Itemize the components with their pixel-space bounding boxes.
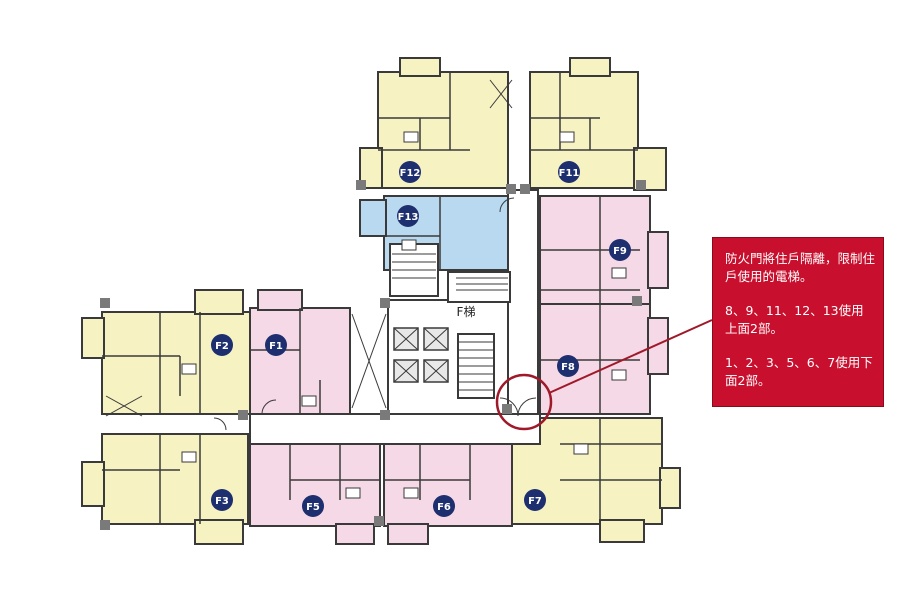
unit-badge-f3: F3: [211, 489, 233, 511]
corridor-horizontal: [249, 413, 541, 445]
room-f1-top: [257, 289, 303, 311]
room-f13-ext: [359, 199, 387, 237]
stair-treads: [392, 253, 508, 391]
elevator-cross-marks: [105, 79, 513, 417]
door-swings: [213, 197, 537, 431]
callout-connector: [548, 319, 713, 394]
room-f2-ext: [81, 317, 105, 359]
unit-label-f1: F1: [269, 341, 283, 352]
annotation-callout: 防火門將住戶隔離，限制住戶使用的電梯。 8、9、11、12、13使用上面2部。 …: [712, 237, 884, 407]
unit-badge-f5: F5: [302, 495, 324, 517]
room-f12-balcony: [359, 147, 383, 189]
unit-badge-f9: F9: [609, 239, 631, 261]
unit-label-f6: F6: [437, 502, 451, 513]
unit-badge-f2: F2: [211, 334, 233, 356]
unit-badge-f8: F8: [557, 355, 579, 377]
room-f3: [101, 433, 249, 525]
room-f12: [377, 71, 509, 189]
fixtures: [181, 131, 627, 499]
room-f7-bottom: [599, 519, 645, 543]
unit-badges: F12 F11 F13 F9 F8 F2 F1 F3 F5 F6 F7: [211, 161, 631, 517]
room-f9-ext: [647, 231, 669, 289]
unit-label-f7: F7: [528, 496, 542, 507]
room-f2-top: [194, 289, 244, 315]
room-f5-bottom: [335, 523, 375, 545]
unit-badge-f6: F6: [433, 495, 455, 517]
interior-walls: [102, 72, 662, 524]
unit-label-f8: F8: [561, 362, 575, 373]
unit-label-f13: F13: [398, 212, 419, 223]
unit-label-f9: F9: [613, 246, 627, 257]
room-f11-top: [569, 57, 611, 77]
columns: [100, 180, 646, 530]
room-f6-bottom: [387, 523, 429, 545]
unit-label-f3: F3: [215, 496, 229, 507]
unit-label-f5: F5: [306, 502, 320, 513]
unit-label-f2: F2: [215, 341, 229, 352]
callout-text-3: 1、2、3、5、6、7使用下面2部。: [725, 355, 873, 388]
elevator-label: F梯: [457, 305, 476, 319]
room-f8: [539, 303, 651, 415]
room-f3-ext: [81, 461, 105, 507]
unit-badge-f1: F1: [265, 334, 287, 356]
callout-text-2: 8、9、11、12、13使用上面2部。: [725, 303, 864, 336]
stair-upper: [447, 271, 511, 303]
unit-label-f12: F12: [400, 168, 421, 179]
room-f2: [101, 311, 251, 415]
room-f11: [529, 71, 639, 189]
room-f3-bottom: [194, 519, 244, 545]
corridor-vertical: [507, 189, 539, 421]
unit-label-f11: F11: [559, 168, 580, 179]
room-f8-ext: [647, 317, 669, 375]
unit-badge-f12: F12: [399, 161, 421, 183]
unit-badge-f11: F11: [558, 161, 580, 183]
callout-text-1: 防火門將住戶隔離，限制住戶使用的電梯。: [725, 251, 876, 284]
fire-door-highlight: [495, 373, 553, 431]
unit-badge-f13: F13: [397, 205, 419, 227]
room-f12-top: [399, 57, 441, 77]
room-f7-ext: [659, 467, 681, 509]
unit-badge-f7: F7: [524, 489, 546, 511]
